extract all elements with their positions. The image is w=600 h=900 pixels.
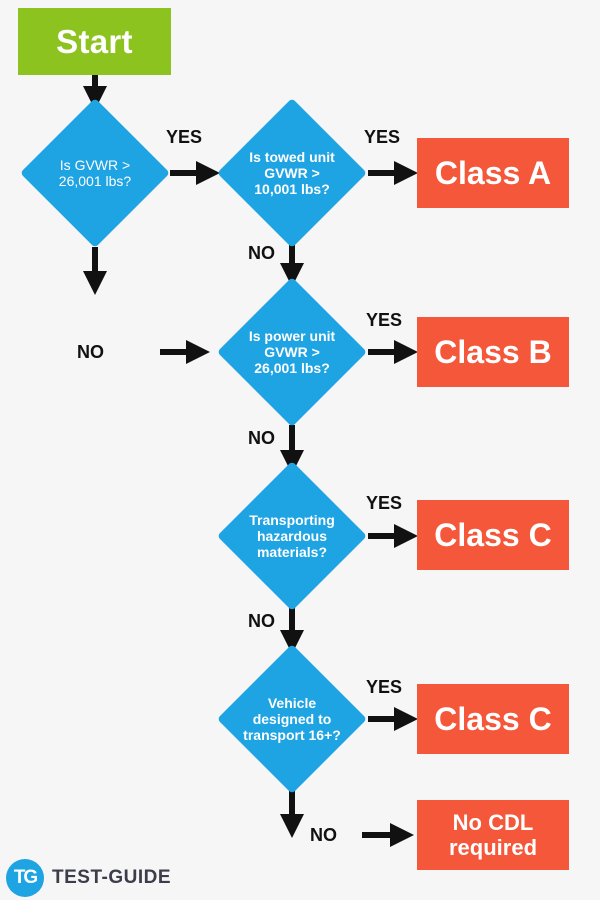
decision-gvwr-text: Is GVWR > 26,001 lbs? [58,157,132,189]
outcome-class-c-passengers: Class C [417,684,569,754]
outcome-class-c-hazmat-label: Class C [434,516,552,553]
decision-gvwr: Is GVWR > 26,001 lbs? [20,98,170,248]
test-guide-logo: TG TEST-GUIDE [6,858,171,898]
edge-label-towed-no: NO [248,243,275,263]
test-guide-logo-icon: TG [6,859,44,897]
edge-label-transport16-no: NO [310,825,337,845]
edge-label-hazmat-no: NO [248,611,275,631]
logo-mark-text: TG [13,867,38,888]
outcome-no-cdl: No CDL required [417,800,569,870]
start-label: Start [56,22,133,60]
edge-label-transport16-yes: YES [366,677,403,697]
decision-power-unit: Is power unit GVWR > 26,001 lbs? [217,277,367,427]
decision-transport16-text: Vehicle designed to transport 16+? [243,695,341,743]
decision-towed-unit-text: Is towed unit GVWR > 10,001 lbs? [249,149,335,197]
decision-transport16: Vehicle designed to transport 16+? [217,644,367,794]
edge-label-gvwr-yes: YES [166,127,203,147]
outcome-class-c-hazmat: Class C [417,500,569,570]
decision-hazmat: Transporting hazardous materials? [217,461,367,611]
outcome-class-a: Class A [417,138,569,208]
start-node: Start [18,8,171,75]
outcome-class-c-passengers-label: Class C [434,700,552,737]
outcome-no-cdl-label: No CDL required [448,810,538,860]
outcome-class-b: Class B [417,317,569,387]
logo-brand-text: TEST-GUIDE [52,867,172,888]
edge-label-power-no: NO [248,428,275,448]
edge-label-hazmat-yes: YES [366,493,403,513]
edge-label-gvwr-no: NO [77,342,104,362]
outcome-class-b-label: Class B [434,333,552,370]
decision-hazmat-text: Transporting hazardous materials? [249,512,335,560]
edge-label-towed-yes: YES [364,127,401,147]
decision-power-unit-text: Is power unit GVWR > 26,001 lbs? [248,328,336,376]
outcome-class-a-label: Class A [434,154,552,191]
decision-towed-unit: Is towed unit GVWR > 10,001 lbs? [217,98,367,248]
edge-label-power-yes: YES [366,310,403,330]
